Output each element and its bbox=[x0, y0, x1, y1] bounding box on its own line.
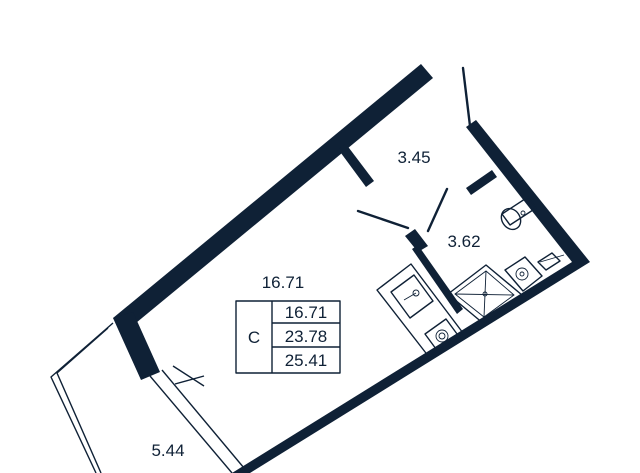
living-room-area: 16.71 bbox=[262, 273, 305, 292]
shower-tray-icon bbox=[447, 264, 523, 325]
living-area-value: 16.71 bbox=[285, 303, 328, 322]
bathroom-wall-left bbox=[405, 229, 428, 252]
bathroom-sink-icon bbox=[504, 252, 565, 292]
hall-partition bbox=[338, 144, 374, 187]
bathroom-wall-top bbox=[466, 170, 497, 195]
interior-walls bbox=[338, 144, 497, 314]
balcony-area: 5.44 bbox=[151, 441, 184, 460]
kitchen-divider bbox=[412, 245, 463, 314]
balcony-door bbox=[149, 365, 245, 473]
north-wall bbox=[113, 64, 433, 332]
total-with-balcony-value: 25.41 bbox=[285, 351, 328, 370]
bathroom-area: 3.62 bbox=[447, 232, 480, 251]
kitchen-unit bbox=[376, 263, 464, 358]
balcony bbox=[50, 322, 114, 473]
exterior-walls bbox=[113, 64, 590, 473]
toilet-icon bbox=[500, 196, 537, 231]
hall-area: 3.45 bbox=[397, 148, 430, 167]
east-wall bbox=[466, 120, 590, 262]
south-wall bbox=[232, 262, 590, 473]
total-area-value: 23.78 bbox=[285, 327, 328, 346]
bathroom-door bbox=[356, 187, 449, 233]
apartment-type: С bbox=[248, 328, 260, 347]
kitchen-counter bbox=[376, 263, 464, 358]
kitchen-sink-icon bbox=[390, 274, 434, 319]
entrance-door bbox=[461, 66, 472, 128]
west-wall bbox=[113, 312, 160, 380]
area-summary-table: С 16.71 23.78 25.41 bbox=[235, 300, 341, 374]
stove-icon bbox=[424, 318, 461, 354]
